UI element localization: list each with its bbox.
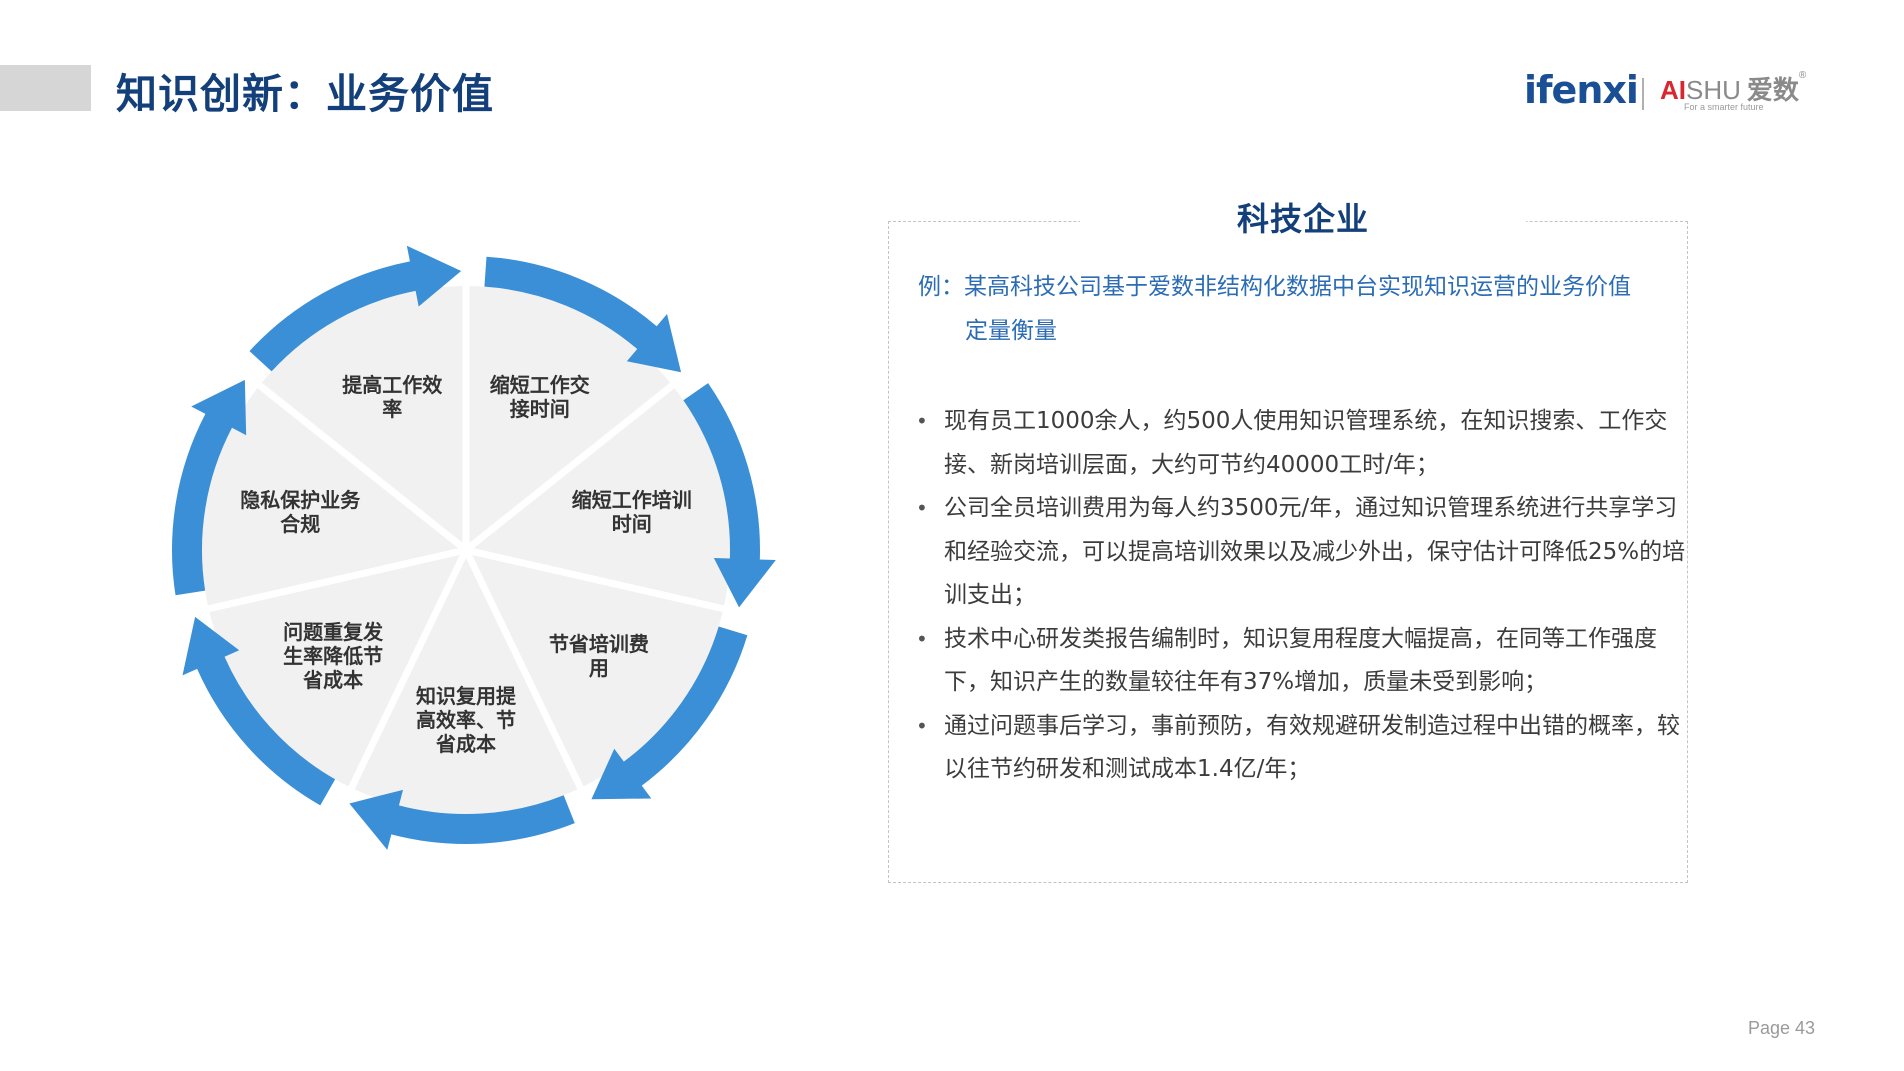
- segment-label: 知识复用提高效率、节省成本: [416, 684, 517, 756]
- segment-label: 节省培训费用: [549, 632, 649, 680]
- cycle-spoke: [465, 546, 725, 613]
- cycle-spoke: [463, 382, 675, 553]
- segment-label: 提高工作效率: [342, 373, 442, 421]
- segment-label-line: 合规: [280, 512, 320, 536]
- list-item: • 公司全员培训费用为每人约3500元/年，通过知识管理系统进行共享学习和经验交流…: [916, 487, 1686, 618]
- segment-label-line: 省成本: [435, 732, 496, 756]
- bullet-dot: •: [916, 626, 928, 651]
- cycle-labels: 缩短工作交接时间缩短工作培训时间节省培训费用知识复用提高效率、节省成本问题重复发…: [240, 373, 691, 756]
- bullet-text: 公司全员培训费用为每人约3500元/年，通过知识管理系统进行共享学习和经验交流，…: [944, 495, 1686, 608]
- intro-prefix: 例：: [918, 274, 964, 300]
- segment-label-line: 节省培训费: [549, 632, 649, 656]
- logo-divider: [1642, 78, 1644, 110]
- list-item: • 通过问题事后学习，事前预防，有效规避研发制造过程中出错的概率，较以往节约研发和…: [916, 705, 1686, 792]
- list-item: • 技术中心研发类报告编制时，知识复用程度大幅提高，在同等工作强度下，知识产生的数…: [916, 618, 1686, 705]
- aishu-logo-ai: AI: [1660, 75, 1686, 105]
- segment-label-line: 高效率、节: [416, 708, 516, 732]
- segment-label-line: 时间: [612, 512, 652, 536]
- segment-label: 缩短工作交接时间: [490, 373, 590, 421]
- card-intro: 例：某高科技公司基于爱数非结构化数据中台实现知识运营的业务价值 定量衡量: [918, 265, 1678, 353]
- segment-label-line: 生率降低节: [283, 644, 383, 668]
- segment-label-line: 用: [589, 656, 609, 680]
- cycle-arrow: [349, 789, 575, 850]
- segment-label-line: 省成本: [302, 668, 363, 692]
- bullet-list: • 现有员工1000余人，约500人使用知识管理系统，在知识搜索、工作交接、新岗培…: [916, 400, 1686, 792]
- page-title: 知识创新：业务价值: [116, 70, 494, 118]
- cycle-arrow: [172, 379, 247, 596]
- cycle-spokes: [207, 286, 725, 790]
- cycle-spoke: [348, 548, 470, 790]
- page-number: Page 43: [1748, 1018, 1816, 1038]
- cycle-arrow: [484, 256, 682, 373]
- cycle-arrow: [249, 245, 462, 372]
- segment-label-line: 隐私保护业务: [240, 488, 361, 512]
- segment-label-line: 知识复用提: [416, 684, 517, 708]
- aishu-logo-reg: ®: [1798, 70, 1807, 81]
- bullet-text: 技术中心研发类报告编制时，知识复用程度大幅提高，在同等工作强度下，知识产生的数量…: [944, 625, 1657, 696]
- cycle-arrow: [182, 616, 336, 806]
- bullet-dot: •: [916, 409, 928, 433]
- segment-label-line: 率: [382, 397, 402, 421]
- cycle-spoke: [462, 548, 584, 790]
- segment-label-line: 提高工作效: [342, 373, 442, 397]
- ifenxi-logo: ifenxi: [1524, 68, 1639, 112]
- cycle-arrows: [172, 245, 776, 850]
- aishu-logo-cn: 爱数: [1746, 75, 1799, 105]
- aishu-logo-shu: SHU: [1686, 75, 1741, 105]
- segment-label-line: 缩短工作培训: [572, 488, 692, 512]
- list-item: • 现有员工1000余人，约500人使用知识管理系统，在知识搜索、工作交接、新岗培…: [916, 400, 1686, 487]
- bullet-text: 通过问题事后学习，事前预防，有效规避研发制造过程中出错的概率，较以往节约研发和测…: [944, 712, 1680, 783]
- segment-label: 缩短工作培训时间: [572, 488, 692, 536]
- intro-line2: 定量衡量: [965, 318, 1057, 344]
- segment-label-line: 问题重复发: [283, 620, 384, 644]
- value-cycle-diagram: 缩短工作交接时间缩短工作培训时间节省培训费用知识复用提高效率、节省成本问题重复发…: [172, 245, 776, 850]
- card-title: 科技企业: [1080, 194, 1526, 244]
- bullet-text: 现有员工1000余人，约500人使用知识管理系统，在知识搜索、工作交接、新岗培训…: [944, 408, 1668, 478]
- bullet-dot: •: [916, 496, 928, 520]
- segment-label-line: 接时间: [510, 397, 570, 421]
- segment-label-line: 缩短工作交: [490, 373, 590, 397]
- cycle-spoke: [257, 382, 469, 553]
- cycle-spoke: [207, 546, 467, 613]
- title-accent-bar: [0, 65, 91, 111]
- bullet-dot: •: [916, 713, 928, 738]
- intro-line1: 某高科技公司基于爱数非结构化数据中台实现知识运营的业务价值: [964, 274, 1631, 300]
- cycle-arrow: [683, 383, 776, 608]
- cycle-arrow: [591, 626, 748, 800]
- segment-label: 问题重复发生率降低节省成本: [283, 620, 384, 692]
- segment-label: 隐私保护业务合规: [240, 488, 361, 536]
- aishu-tagline: For a smarter future: [1684, 102, 1764, 112]
